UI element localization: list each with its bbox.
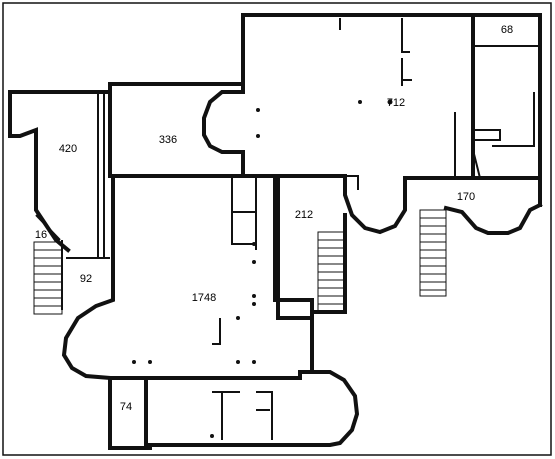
room-label-1748: 1748	[192, 292, 216, 304]
room-label-16: 16	[35, 229, 47, 241]
stair-center	[317, 231, 345, 313]
room-label-68: 68	[501, 24, 513, 36]
room-label-170: 170	[457, 191, 475, 203]
room-label-92: 92	[80, 273, 92, 285]
room-label-336: 336	[159, 134, 177, 146]
wall-outline	[8, 13, 543, 450]
room-label-74: 74	[120, 401, 132, 413]
columns	[132, 99, 393, 438]
stair-left	[33, 241, 63, 315]
room-label-420: 420	[59, 143, 77, 155]
room-label-712: 712	[387, 97, 405, 109]
stair-right	[419, 209, 447, 297]
room-label-212: 212	[295, 209, 313, 221]
